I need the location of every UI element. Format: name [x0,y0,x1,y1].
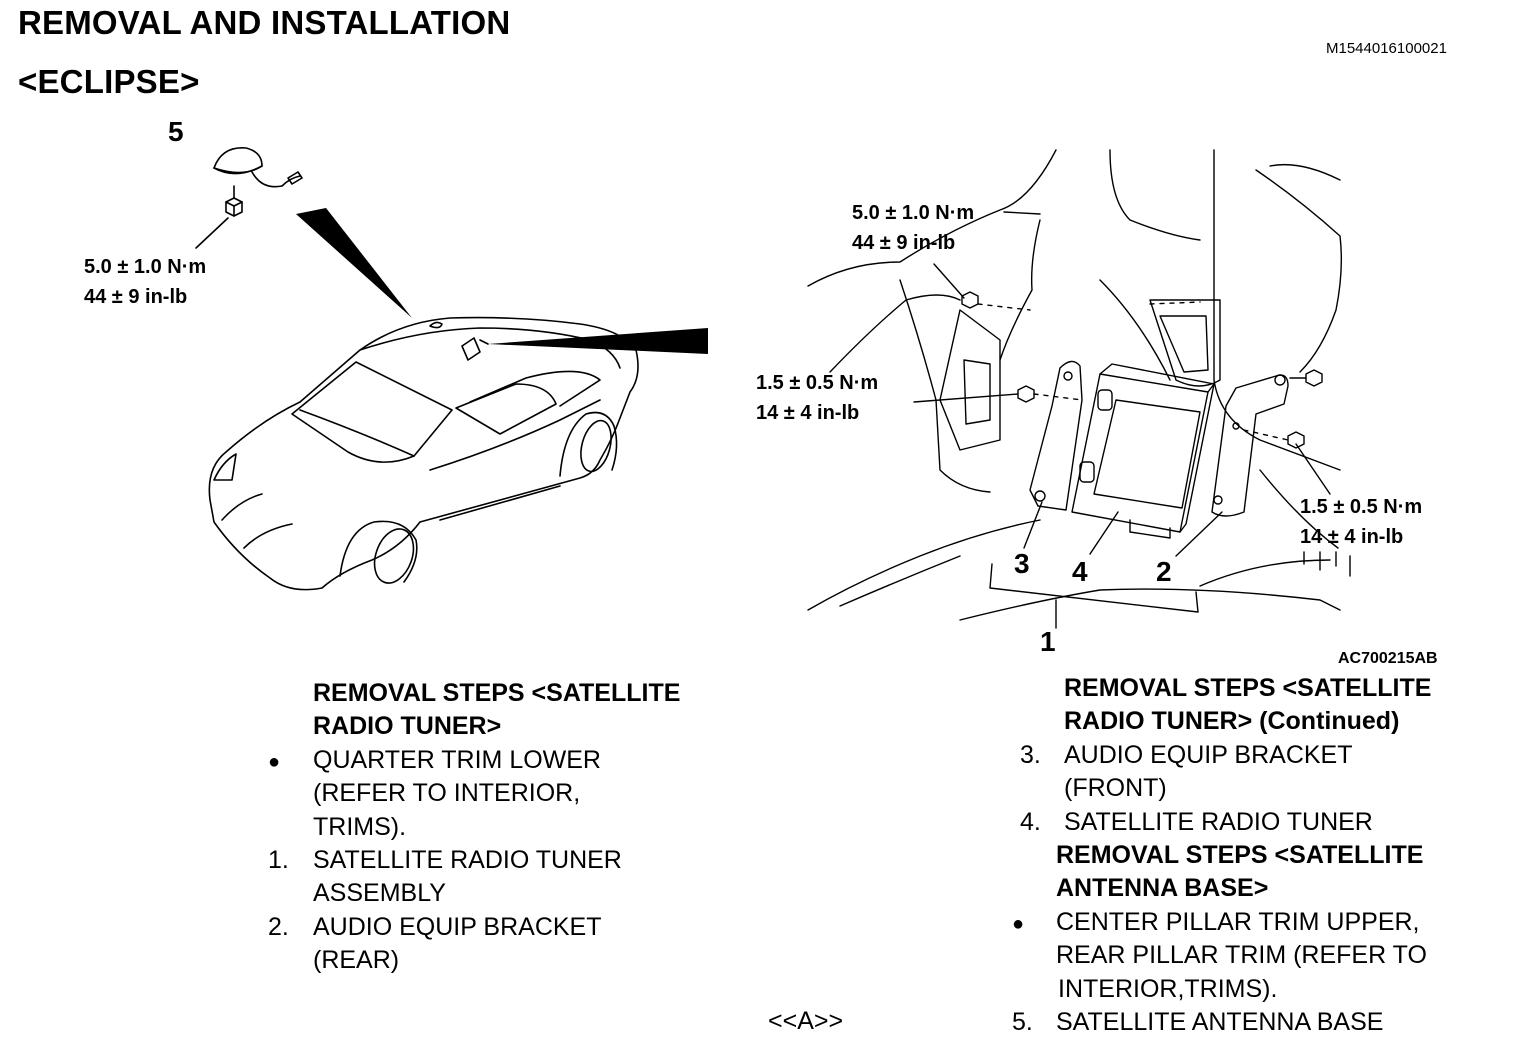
car-side-window [455,383,557,435]
step-number: 1. [268,846,289,875]
bullet-icon: ● [1012,912,1025,935]
step-quarter-trim: ● QUARTER TRIM LOWER [268,744,680,777]
torque-leader-left [195,217,229,249]
step-pillar-trim: ● CENTER PILLAR TRIM UPPER, [1012,906,1431,939]
steps-heading: REMOVAL STEPS <SATELLITE [1064,674,1432,702]
bullet-icon: ● [268,750,281,773]
body-panel-lines [807,149,1057,287]
bolt-right-upper [1305,369,1323,387]
car-body-outline [208,316,639,591]
callout-5: 5 [168,116,184,147]
tuner-box-outline [1071,373,1209,533]
page-subtitle: <ECLIPSE> [18,63,200,100]
car-front-wheel [339,520,418,583]
callout-2-leader [1175,511,1223,557]
page-title: REMOVAL AND INSTALLATION [18,4,511,41]
car-antenna-illustration [195,147,708,591]
step-4: 4. SATELLITE RADIO TUNER [1018,806,1431,839]
bolt-left [1017,385,1035,403]
removal-steps-continued: REMOVAL STEPS <SATELLITE RADIO TUNER> (C… [1012,672,1432,1039]
car-rear-wheel [559,411,618,477]
torque-value-inlb: 44 ± 9 in-lb [852,232,956,254]
document-id: M1544016100021 [1326,40,1447,57]
torque-spec-top: 5.0 ± 1.0 N·m 44 ± 9 in-lb [852,198,974,258]
callout-3-leader [1023,501,1043,549]
tuner-bracket-illustration [807,149,1351,629]
steps-heading-cont: RADIO TUNER> (Continued) [1064,707,1400,736]
callout-2: 2 [1156,556,1172,587]
note-reference-a: <<A>> [768,1007,844,1035]
torque-value-nm: 5.0 ± 1.0 N·m [84,256,207,278]
torque-spec-left: 1.5 ± 0.5 N·m 14 ± 4 in-lb [756,368,878,428]
step-1: 1. SATELLITE RADIO TUNER [268,844,680,877]
step-3: 3. AUDIO EQUIP BRACKET [1018,739,1431,772]
pointer-wedge-tuner [488,328,708,354]
torque-value-inlb: 44 ± 9 in-lb [84,286,188,308]
steps-heading-antenna: REMOVAL STEPS <SATELLITE [1056,841,1424,870]
step-number: 3. [1020,740,1041,769]
torque-value-inlb: 14 ± 4 in-lb [756,402,860,424]
torque-value-nm: 1.5 ± 0.5 N·m [1300,496,1423,518]
callout-1: 1 [1040,626,1056,657]
callout-1-bracket [989,563,1199,613]
steps-heading-antenna-cont: ANTENNA BASE> [1056,874,1269,903]
car-windshield [291,361,453,463]
step-number: 5. [1012,1008,1033,1037]
step-2: 2. AUDIO EQUIP BRACKET [268,911,680,944]
torque-value-inlb: 14 ± 4 in-lb [1300,526,1404,548]
bolt-right-lower [1287,431,1305,449]
pointer-wedge-antenna [296,208,412,318]
figure-code: AC700215AB [1338,650,1438,667]
torque-spec-right: 1.5 ± 0.5 N·m 14 ± 4 in-lb [1300,492,1422,552]
callout-3: 3 [1014,548,1030,579]
torque-spec-antenna: 5.0 ± 1.0 N·m 44 ± 9 in-lb [84,252,206,312]
bolt-top [961,291,979,309]
callout-4-leader [1089,511,1119,555]
steps-heading: REMOVAL STEPS <SATELLITE [313,679,681,707]
removal-steps-tuner: REMOVAL STEPS <SATELLITE RADIO TUNER> ● … [268,679,681,975]
step-number: 4. [1020,807,1041,836]
torque-value-nm: 5.0 ± 1.0 N·m [852,202,975,224]
front-bracket-outline [1029,360,1083,511]
steps-heading-cont: RADIO TUNER> [313,712,502,741]
torque-value-nm: 1.5 ± 0.5 N·m [756,372,879,394]
step-number: 2. [268,912,289,941]
antenna-cable-shape [251,171,301,188]
callout-4: 4 [1072,556,1088,587]
step-5: 5. SATELLITE ANTENNA BASE [1012,1006,1431,1039]
